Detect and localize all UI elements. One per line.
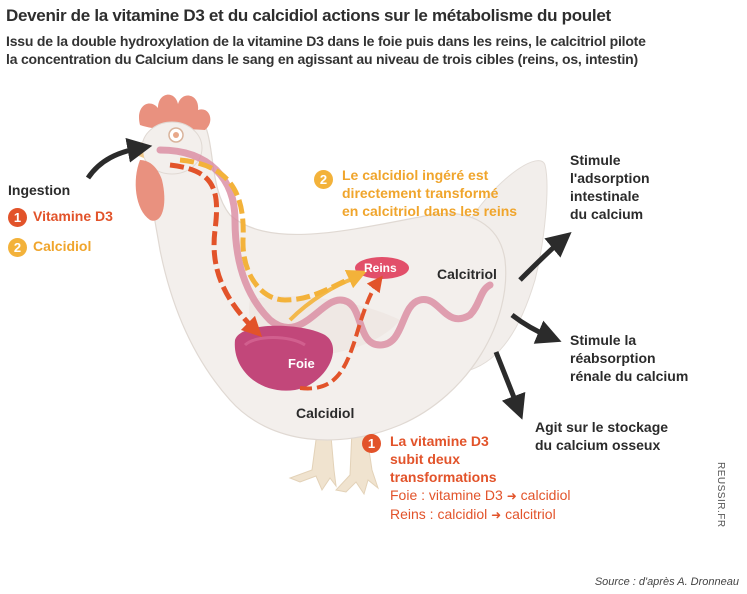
- liver-shape: [234, 325, 334, 391]
- target-bone: Agit sur le stockage du calcium osseux: [535, 418, 668, 454]
- step-2-badge: 2: [8, 237, 27, 257]
- note-1-line-2: subit deux: [390, 451, 461, 467]
- digestive-tract: [156, 146, 494, 349]
- chicken-wattle: [135, 160, 165, 221]
- kidney-transform-source: Reins : calcidiol: [390, 506, 488, 522]
- ingestion-arrow-icon: [85, 137, 153, 180]
- kidney-transform-result: calcitriol: [505, 506, 556, 522]
- subtitle-line-2: la concentration du Calcium dans le sang…: [6, 51, 638, 67]
- reins-label: Reins: [364, 261, 397, 275]
- right-arrow-icon: ➜: [506, 489, 517, 503]
- note-2-line-3: en calcitriol dans les reins: [342, 203, 518, 219]
- vitamin-d3-path: [169, 162, 263, 338]
- target-intestine-line-2: l'adsorption: [570, 170, 650, 186]
- liver-transform-source: Foie : vitamine D3: [390, 487, 503, 503]
- target-kidney-line-1: Stimule la: [570, 332, 637, 348]
- calcitriol-label: Calcitriol: [437, 266, 497, 282]
- ingestion-item-calcidiol: 2 Calcidiol: [8, 237, 91, 257]
- note-1-line-1: La vitamine D3: [390, 433, 489, 449]
- foie-label: Foie: [288, 356, 315, 371]
- note-2-line-1: Le calcidiol ingéré est: [342, 167, 489, 183]
- target-bone-line-2: du calcium osseux: [535, 437, 661, 453]
- calcidiol-to-kidney-path: [299, 275, 383, 391]
- note-1-line-4: Foie : vitamine D3 ➜ calcidiol: [390, 486, 622, 505]
- calcidiol-ingestion-label: Calcidiol: [33, 238, 92, 254]
- source-credit: Source : d'après A. Dronneau: [594, 576, 739, 588]
- note-1: 1 La vitamine D3 subit deux transformati…: [362, 432, 622, 524]
- vitamin-d3-label: Vitamine D3: [33, 208, 113, 224]
- kidney-shape: [355, 257, 409, 279]
- arrow-to-intestine-icon: [518, 231, 572, 282]
- calcidiol-label: Calcidiol: [296, 405, 355, 421]
- target-bone-line-1: Agit sur le stockage: [535, 419, 669, 435]
- subtitle-line-1: Issu de la double hydroxylation de la vi…: [6, 33, 646, 49]
- right-arrow-icon: ➜: [491, 508, 502, 522]
- note-2-line-2: directement transformé: [342, 185, 499, 201]
- target-kidney: Stimule la réabsorption rénale du calciu…: [570, 331, 688, 385]
- arrow-to-kidney-target-icon: [510, 313, 562, 344]
- target-intestine: Stimule l'adsorption intestinale du calc…: [570, 151, 650, 223]
- diagram-subtitle: Issu de la double hydroxylation de la vi…: [6, 32, 741, 68]
- watermark-text: REUSSIR.FR: [715, 462, 726, 528]
- liver-transform-result: calcidiol: [520, 487, 571, 503]
- note-1-line-3: transformations: [390, 469, 497, 485]
- ingestion-item-vitamin-d3: 1 Vitamine D3: [8, 207, 113, 227]
- note-1-line-5: Reins : calcidiol ➜ calcitriol: [390, 505, 622, 524]
- note-2: 2 Le calcidiol ingéré est directement tr…: [314, 166, 554, 220]
- note-1-badge: 1: [362, 434, 381, 453]
- target-intestine-line-4: du calcium: [570, 206, 644, 222]
- target-kidney-line-3: rénale du calcium: [570, 368, 689, 384]
- chicken-comb: [139, 94, 211, 130]
- arrow-to-bone-icon: [493, 351, 526, 420]
- target-intestine-line-1: Stimule: [570, 152, 621, 168]
- target-kidney-line-2: réabsorption: [570, 350, 656, 366]
- chicken-eye-icon: [168, 127, 184, 143]
- ingestion-heading: Ingestion: [8, 182, 71, 198]
- diagram-title: Devenir de la vitamine D3 et du calcidio…: [6, 6, 611, 25]
- target-intestine-line-3: intestinale: [570, 188, 640, 204]
- step-1-badge: 1: [8, 207, 27, 227]
- note-2-badge: 2: [314, 170, 333, 189]
